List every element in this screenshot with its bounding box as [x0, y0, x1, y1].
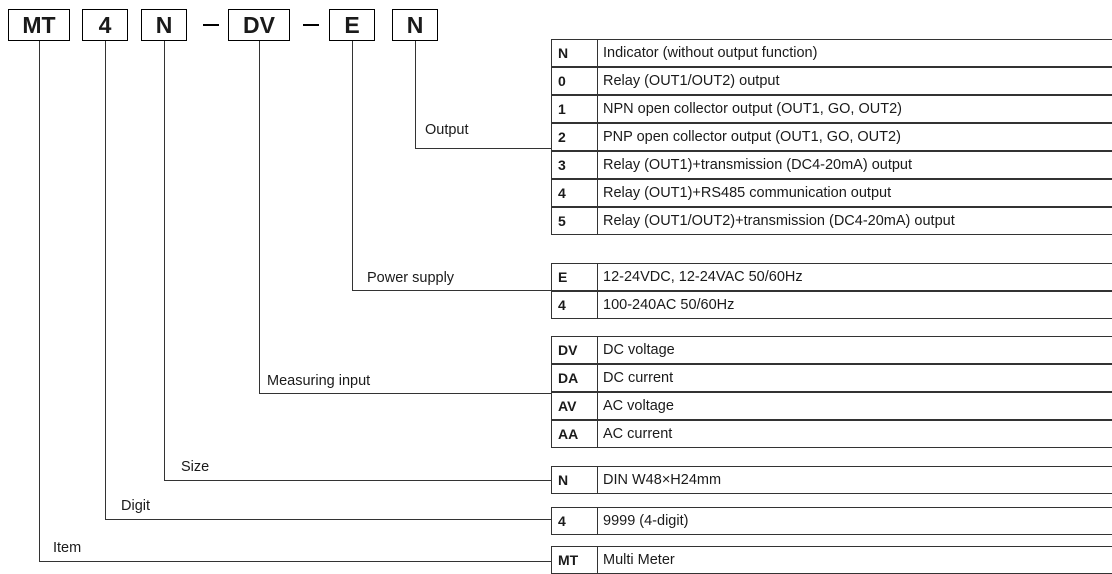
option-row: 2 PNP open collector output (OUT1, GO, OU…	[551, 123, 1112, 151]
option-code: 4	[552, 292, 598, 318]
option-row: DA DC current	[551, 364, 1112, 392]
option-row: AV AC voltage	[551, 392, 1112, 420]
model-box-item: MT	[8, 9, 70, 41]
option-code: E	[552, 264, 598, 290]
separator-dash	[203, 24, 219, 26]
option-row: 4 100-240AC 50/60Hz	[551, 291, 1112, 319]
option-code: AV	[552, 393, 598, 419]
option-code: DA	[552, 365, 598, 391]
option-desc: Relay (OUT1/OUT2)+transmission (DC4-20mA…	[603, 213, 955, 229]
option-desc: Multi Meter	[603, 552, 675, 568]
option-code: N	[552, 467, 598, 493]
option-row: 3 Relay (OUT1)+transmission (DC4-20mA) ou…	[551, 151, 1112, 179]
model-box-size: N	[141, 9, 187, 41]
option-code: 5	[552, 208, 598, 234]
model-box-digit: 4	[82, 9, 128, 41]
option-code: N	[552, 40, 598, 66]
option-row: 4 9999 (4-digit)	[551, 507, 1112, 535]
option-row: N DIN W48×H24mm	[551, 466, 1112, 494]
option-desc: Relay (OUT1/OUT2) output	[603, 73, 780, 89]
group-label-measuring-input: Measuring input	[267, 373, 371, 389]
option-row: 0 Relay (OUT1/OUT2) output	[551, 67, 1112, 95]
option-row: AA AC current	[551, 420, 1112, 448]
option-desc: NPN open collector output (OUT1, GO, OUT…	[603, 101, 902, 117]
option-desc: 100-240AC 50/60Hz	[603, 297, 735, 313]
option-desc: AC voltage	[603, 398, 674, 414]
option-code: 2	[552, 124, 598, 150]
option-desc: DC voltage	[603, 342, 675, 358]
option-desc: PNP open collector output (OUT1, GO, OUT…	[603, 129, 901, 145]
option-code: AA	[552, 421, 598, 447]
option-desc: AC current	[603, 426, 673, 442]
group-label-output: Output	[425, 122, 469, 138]
option-row: MT Multi Meter	[551, 546, 1112, 574]
option-desc: Relay (OUT1)+RS485 communication output	[603, 185, 892, 201]
option-code: DV	[552, 337, 598, 363]
option-row: 4 Relay (OUT1)+RS485 communication output	[551, 179, 1112, 207]
option-code: 1	[552, 96, 598, 122]
group-label-digit: Digit	[121, 498, 151, 514]
model-box-measuring-input: DV	[228, 9, 290, 41]
option-desc: Indicator (without output function)	[603, 45, 818, 61]
option-desc: Relay (OUT1)+transmission (DC4-20mA) out…	[603, 157, 913, 173]
option-code: 0	[552, 68, 598, 94]
separator-dash	[303, 24, 319, 26]
option-row: E 12-24VDC, 12-24VAC 50/60Hz	[551, 263, 1112, 291]
group-label-item: Item	[53, 540, 82, 556]
option-row: DV DC voltage	[551, 336, 1112, 364]
option-code: 4	[552, 508, 598, 534]
option-code: 3	[552, 152, 598, 178]
group-label-power-supply: Power supply	[367, 270, 455, 286]
option-row: 1 NPN open collector output (OUT1, GO, OU…	[551, 95, 1112, 123]
model-box-output: N	[392, 9, 438, 41]
option-row: 5 Relay (OUT1/OUT2)+transmission (DC4-20m…	[551, 207, 1112, 235]
option-desc: 12-24VDC, 12-24VAC 50/60Hz	[603, 269, 803, 285]
group-label-size: Size	[181, 459, 210, 475]
option-desc: 9999 (4-digit)	[603, 513, 689, 529]
option-code: 4	[552, 180, 598, 206]
model-box-power-supply: E	[329, 9, 375, 41]
option-desc: DC current	[603, 370, 674, 386]
option-row: N Indicator (without output function)	[551, 39, 1112, 67]
option-desc: DIN W48×H24mm	[603, 472, 722, 488]
option-code: MT	[552, 547, 598, 573]
